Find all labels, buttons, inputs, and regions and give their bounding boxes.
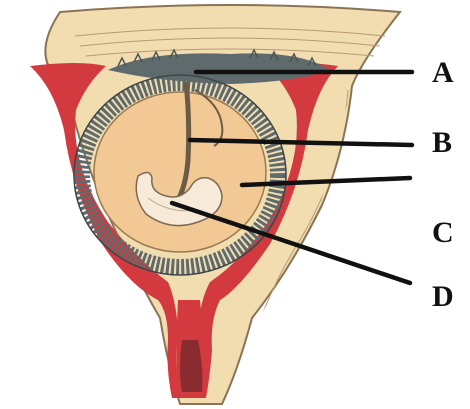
label-a: A bbox=[432, 56, 454, 89]
cervix-tissue bbox=[180, 340, 203, 392]
label-c: C bbox=[432, 216, 454, 249]
label-b: B bbox=[432, 126, 452, 159]
label-d: D bbox=[432, 280, 454, 313]
